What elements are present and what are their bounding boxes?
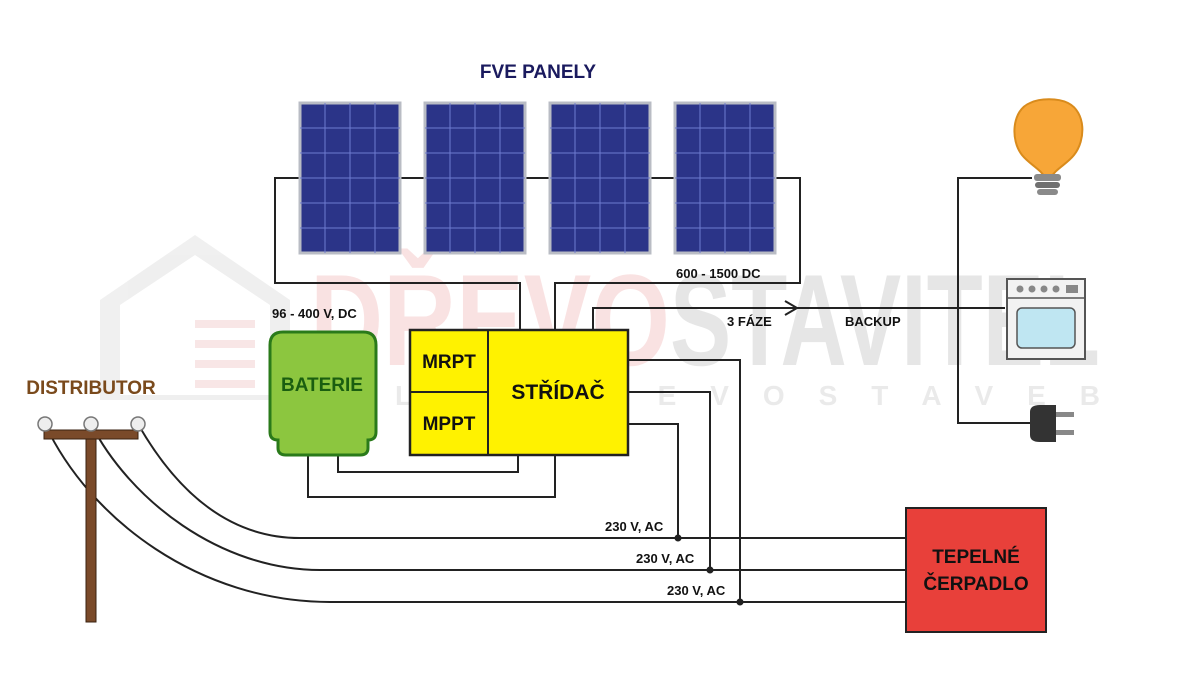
oven-icon (1006, 278, 1086, 360)
heat-pump-label-1: TEPELNÉ (932, 546, 1020, 568)
plug-icon (1030, 405, 1074, 442)
backup-label: BACKUP (845, 314, 901, 329)
solar-panels (298, 101, 777, 255)
mrpt-label: MRPT (422, 352, 476, 373)
distributor-label: DISTRIBUTOR (26, 378, 156, 399)
heat-pump: TEPELNÉ ČERPADLO (905, 507, 1047, 633)
panel-string-wire (274, 177, 521, 330)
solar-panel-icon (423, 101, 527, 255)
ac-label-2: 230 V, AC (636, 551, 695, 566)
battery-wire-outer (307, 455, 556, 498)
battery-wire-inner (337, 455, 519, 473)
load-wire (957, 177, 1032, 424)
solar-panel-icon (298, 101, 402, 255)
solar-panel-icon (673, 101, 777, 255)
grid-line-3 (44, 423, 905, 603)
panel-voltage-label: 600 - 1500 DC (676, 266, 761, 281)
phases-label: 3 FÁZE (727, 314, 772, 329)
light-bulb-icon (1013, 98, 1084, 195)
grid-line-2 (90, 423, 905, 571)
panel-return-wire (554, 177, 801, 330)
solar-panel-icon (548, 101, 652, 255)
utility-pole-icon (37, 416, 146, 623)
ac-label-3: 230 V, AC (667, 583, 726, 598)
ac-wire-3 (628, 423, 679, 538)
watermark-house-icon (100, 235, 290, 400)
junction (736, 598, 744, 606)
grid-line-1 (137, 423, 905, 539)
battery-voltage-label: 96 - 400 V, DC (272, 306, 357, 321)
backup-wire (592, 307, 1005, 330)
inverter-label: STŘÍDAČ (511, 380, 604, 404)
ac-wire-2 (628, 391, 711, 570)
watermark: DŘEVO STAVITEL L E T D Ř E V O S T A V E… (100, 235, 1100, 411)
diagram-title: FVE PANELY (480, 62, 596, 83)
inverter: MRPT MPPT STŘÍDAČ (408, 328, 630, 457)
battery: BATERIE (268, 330, 378, 457)
battery-label: BATERIE (281, 375, 363, 396)
mppt-label: MPPT (423, 414, 476, 435)
backup-arrow (784, 300, 799, 316)
ac-label-1: 230 V, AC (605, 519, 664, 534)
heat-pump-label-2: ČERPADLO (923, 573, 1028, 595)
ac-wire-1 (628, 359, 741, 602)
junction (674, 534, 682, 542)
junction (706, 566, 714, 574)
